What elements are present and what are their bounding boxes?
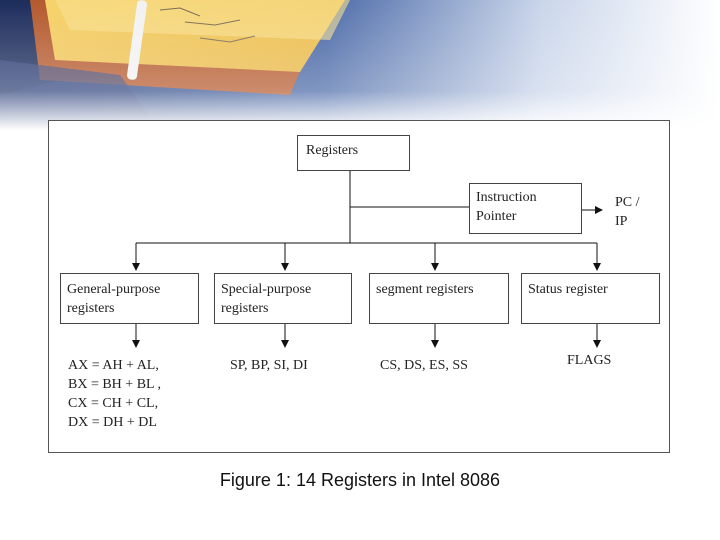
notebook-and-pen-illustration <box>0 0 720 130</box>
status-members: FLAGS <box>567 353 612 368</box>
general-purpose-members: AX = AH + AL, BX = BH + BL , CX = CH + C… <box>68 358 162 430</box>
pc-ip-label: PC / IP <box>615 195 640 229</box>
special-purpose-box: Special-purpose registers <box>214 273 352 324</box>
segment-members: CS, DS, ES, SS <box>380 358 468 373</box>
header-background-photo <box>0 0 720 130</box>
instruction-pointer-box: Instruction Pointer <box>469 183 582 234</box>
registers-root-box: Registers <box>297 135 410 171</box>
general-purpose-box: General-purpose registers <box>60 273 199 324</box>
status-register-box: Status register <box>521 273 660 324</box>
segment-registers-box: segment registers <box>369 273 509 324</box>
figure-caption: Figure 1: 14 Registers in Intel 8086 <box>219 470 501 490</box>
special-purpose-members: SP, BP, SI, DI <box>230 358 308 373</box>
